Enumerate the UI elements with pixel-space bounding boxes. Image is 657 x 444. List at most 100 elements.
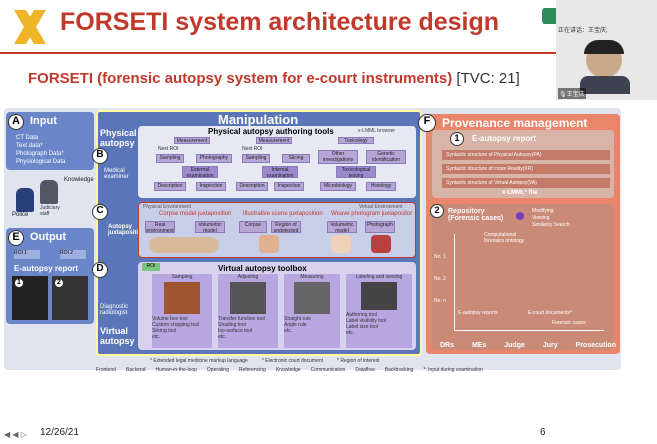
- roi2-box: ROI 2: [60, 250, 86, 259]
- virtual-toolbox: ROI Virtual autopsy toolbox Sampling Vol…: [138, 262, 416, 350]
- physical-label: Physical autopsy: [100, 128, 137, 148]
- roi-tag: ROI: [142, 263, 160, 271]
- axis-label: Forensic cases: [552, 320, 586, 326]
- corpse-box: Corpse: [239, 221, 267, 233]
- weave-label: Weave photogram juxtapositor: [331, 211, 413, 217]
- measure-1: Measurement: [174, 137, 210, 144]
- ea-label: E-autopsy reports: [458, 310, 498, 316]
- tools-title: Physical autopsy authoring tools: [208, 127, 334, 136]
- report-title: E-autopsy report: [14, 264, 79, 273]
- shirt: [580, 76, 630, 94]
- corpse-model-label: Corpse model juxtaposition: [159, 211, 232, 217]
- manipulation-panel: Manipulation Physical autopsy B Medical …: [92, 110, 422, 356]
- no1: No. 1: [434, 254, 446, 260]
- forseti-logo: [6, 4, 54, 52]
- corpse-image: [149, 237, 219, 253]
- sampling-1: Sampling: [156, 154, 184, 163]
- y-axis: [454, 234, 455, 330]
- staff-label: Judiciary staff: [40, 205, 60, 217]
- provenance-panel: F Provenance management 1 E-autopsy repo…: [418, 114, 620, 354]
- video-tile[interactable]: 正在讲话：王宝庆; 🎙王宝庆: [556, 0, 657, 100]
- description-2: Description: [236, 182, 268, 191]
- hair: [584, 40, 624, 54]
- report-num-1: 1: [14, 278, 24, 288]
- xlmml-label: x-LMML browser: [358, 128, 396, 134]
- speaking-label: 正在讲话：王宝庆;: [558, 28, 608, 34]
- virt-env: Virtual Environment: [359, 204, 403, 210]
- xlmml-file: x-LMML* file: [502, 190, 538, 196]
- output-title: Output: [30, 231, 67, 243]
- toxicology: Toxicology: [338, 137, 374, 144]
- slicing: Slicing: [282, 154, 310, 163]
- slide-date: 12/26/21: [40, 427, 79, 438]
- nextroi-1: Next ROI: [158, 146, 179, 152]
- illus-label: Illustrative scene juxtaposition: [243, 211, 323, 217]
- slide-number: 6: [540, 427, 546, 438]
- input-label: A: [8, 114, 24, 130]
- internal-exam: Internal examination: [262, 166, 298, 179]
- knowledge-label: Knowledge: [64, 177, 94, 183]
- mic-icon: 🎙: [559, 92, 567, 98]
- roi1-box: ROI 1: [14, 250, 40, 259]
- input-title: Input: [30, 115, 57, 127]
- prov-num-2: 2: [430, 204, 444, 218]
- repo-title: Repository (Forensic cases): [448, 208, 504, 222]
- external-exam: External examination: [182, 166, 218, 179]
- photography: Photography: [196, 154, 232, 163]
- ontology: Computational forensics ontology: [484, 232, 525, 244]
- manip-title: Manipulation: [218, 112, 299, 127]
- photograph: Photograph: [365, 221, 395, 233]
- microbiology: Microbiology: [320, 182, 356, 191]
- other-investigations: Other investigations: [318, 150, 358, 164]
- struct-pa: Syntactic structure of Physical Autopsy(…: [442, 150, 610, 160]
- output-label: E: [8, 230, 24, 246]
- struct-va: Syntactic structure of Virtual Autopsy(V…: [442, 178, 610, 188]
- no2: No. 2: [434, 276, 446, 282]
- photo-image: [371, 235, 391, 253]
- prov-num-1: 1: [450, 132, 464, 146]
- prov-title: Provenance management: [442, 116, 588, 130]
- nav-arrows[interactable]: ◀ ◀ ▷: [4, 430, 27, 439]
- juxtaposition-panel: Physical Environment Virtual Environment…: [138, 202, 416, 258]
- title-rule: [0, 52, 560, 54]
- vol-model: Volumetric model: [327, 221, 357, 234]
- juxta-label: Autopsy juxtaposition: [108, 224, 146, 236]
- police-label: Police: [12, 212, 29, 218]
- output-panel: E Output ROI 1 ROI 2 E-autopsy report 1 …: [6, 228, 94, 324]
- staff-figure: [40, 180, 58, 204]
- police-figure: [16, 188, 34, 212]
- d-label: D: [92, 262, 108, 278]
- diag-label: Diagnostic radiologist: [100, 304, 129, 316]
- b-label: B: [92, 148, 108, 164]
- virtual-label: Virtual autopsy: [100, 326, 135, 346]
- sampling-2: Sampling: [242, 154, 270, 163]
- no3: No. n: [434, 298, 446, 304]
- histology: Histology: [366, 182, 396, 191]
- ec-label: E-court documents*: [528, 310, 572, 316]
- vt-title: Virtual autopsy toolbox: [218, 264, 307, 273]
- participant-name: 🎙王宝庆: [558, 88, 586, 99]
- slide-title: FORSETI system architecture design: [60, 8, 500, 36]
- c-label: C: [92, 204, 108, 220]
- examiner-label: Medical examiner: [104, 168, 129, 180]
- phys-env: Physical Environment: [143, 204, 192, 210]
- volumetric: Volumetric model: [195, 221, 225, 234]
- genetic-id: Genetic identification: [366, 150, 406, 164]
- app-icon: [542, 8, 558, 24]
- description-1: Description: [154, 182, 186, 191]
- f-label: F: [418, 114, 436, 132]
- struct-xr: Syntactic structure of cross Reality(XR): [442, 164, 610, 174]
- real-env: Real environment: [145, 221, 175, 234]
- hand-image: [259, 235, 279, 253]
- repo-dot: [516, 212, 524, 220]
- skull-image: [331, 235, 351, 253]
- inspection-2: Inspection: [274, 182, 304, 191]
